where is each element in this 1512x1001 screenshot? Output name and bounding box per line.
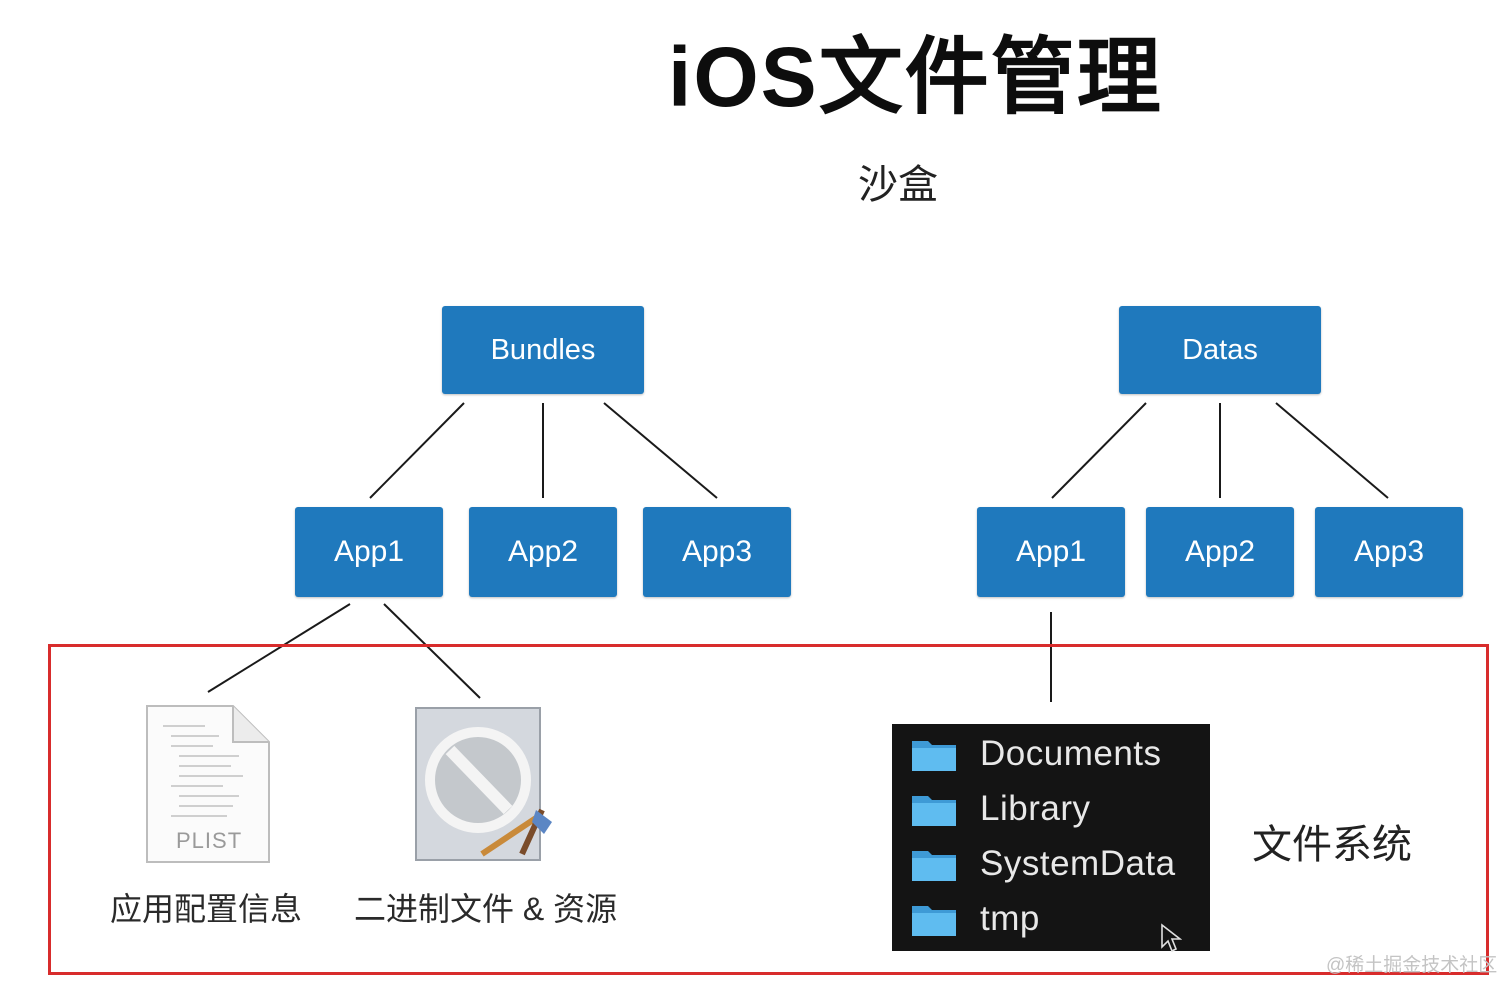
folder-row-library[interactable]: Library xyxy=(910,784,1090,834)
folder-name: tmp xyxy=(980,899,1040,938)
folder-name: Documents xyxy=(980,734,1162,773)
connector-app1-binary xyxy=(383,603,481,699)
watermark: @稀土掘金技术社区 xyxy=(1326,955,1498,976)
connector-datas-app3 xyxy=(1275,402,1389,499)
folder-row-systemdata[interactable]: SystemData xyxy=(910,839,1176,889)
folder-name: Library xyxy=(980,789,1091,828)
datas-app3-node: App3 xyxy=(1315,507,1463,597)
bundles-node: Bundles xyxy=(442,306,644,394)
sandbox-label: 沙盒 xyxy=(858,163,938,207)
bundles-app2-node: App2 xyxy=(469,507,617,597)
folder-icon xyxy=(912,741,956,771)
binary-executable-icon xyxy=(412,706,562,871)
file-system-highlight-frame xyxy=(48,644,1489,975)
bundles-app1-node: App1 xyxy=(295,507,443,597)
connector-app1-plist xyxy=(207,603,351,693)
plist-file-icon xyxy=(143,704,273,869)
datas-app2-node: App2 xyxy=(1146,507,1294,597)
binary-caption: 二进制文件 & 资源 xyxy=(354,891,618,927)
connector-bundles-app3 xyxy=(603,402,718,499)
folder-icon xyxy=(912,851,956,881)
folder-icon xyxy=(912,906,956,936)
folder-name: SystemData xyxy=(980,844,1176,883)
page-title: iOS文件管理 xyxy=(668,30,1163,124)
folder-row-tmp[interactable]: tmp xyxy=(910,894,1040,944)
folder-icon xyxy=(912,796,956,826)
connector-datas-app1 xyxy=(1051,402,1147,499)
mouse-cursor-icon xyxy=(1160,923,1183,958)
file-system-label: 文件系统 xyxy=(1252,823,1412,867)
folder-row-documents[interactable]: Documents xyxy=(910,729,1162,779)
bundles-app3-node: App3 xyxy=(643,507,791,597)
plist-icon-label: PLIST xyxy=(176,828,243,853)
file-system-folder-list: Documents Library SystemData tmp xyxy=(892,724,1210,951)
plist-caption: 应用配置信息 xyxy=(110,891,303,927)
connector-bundles-app1 xyxy=(369,402,465,499)
datas-node: Datas xyxy=(1119,306,1321,394)
datas-app1-node: App1 xyxy=(977,507,1125,597)
